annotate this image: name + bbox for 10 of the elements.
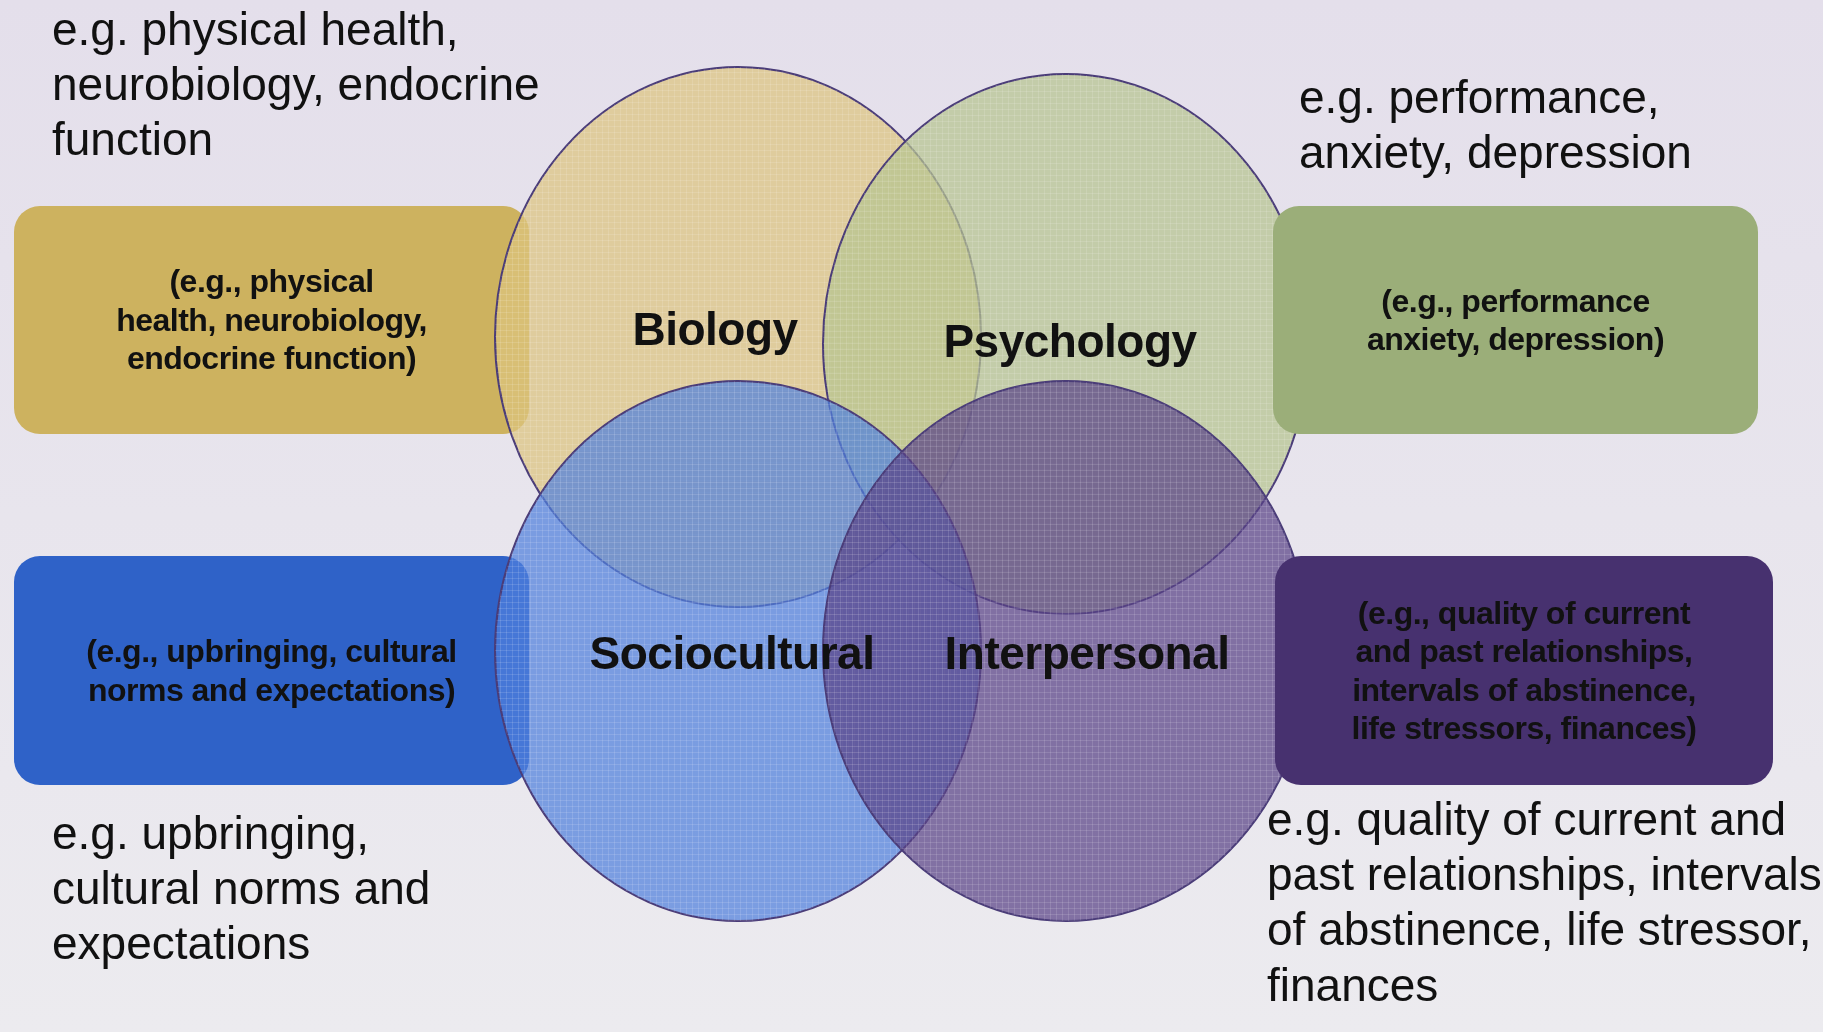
circle-label: Sociocultural xyxy=(589,626,875,680)
example-text: e.g. quality of current and past relationships, intervals of abstinence, life stressor, finances xyxy=(1267,792,1823,1013)
circle-label: Psychology xyxy=(943,314,1197,368)
circle-label: Interpersonal xyxy=(944,626,1230,680)
example-box: (e.g., quality of current and past relationships, intervals of abstinence, life stressors, finances) xyxy=(1275,556,1773,785)
example-text: e.g. upbringing, cultural norms and expectations xyxy=(52,806,432,972)
example-text: e.g. performance, anxiety, depression xyxy=(1299,70,1693,181)
circle-label: Biology xyxy=(632,302,798,356)
example-box: (e.g., performance anxiety, depression) xyxy=(1273,206,1758,434)
example-text: e.g. physical health, neurobiology, endocrine function xyxy=(52,2,541,168)
